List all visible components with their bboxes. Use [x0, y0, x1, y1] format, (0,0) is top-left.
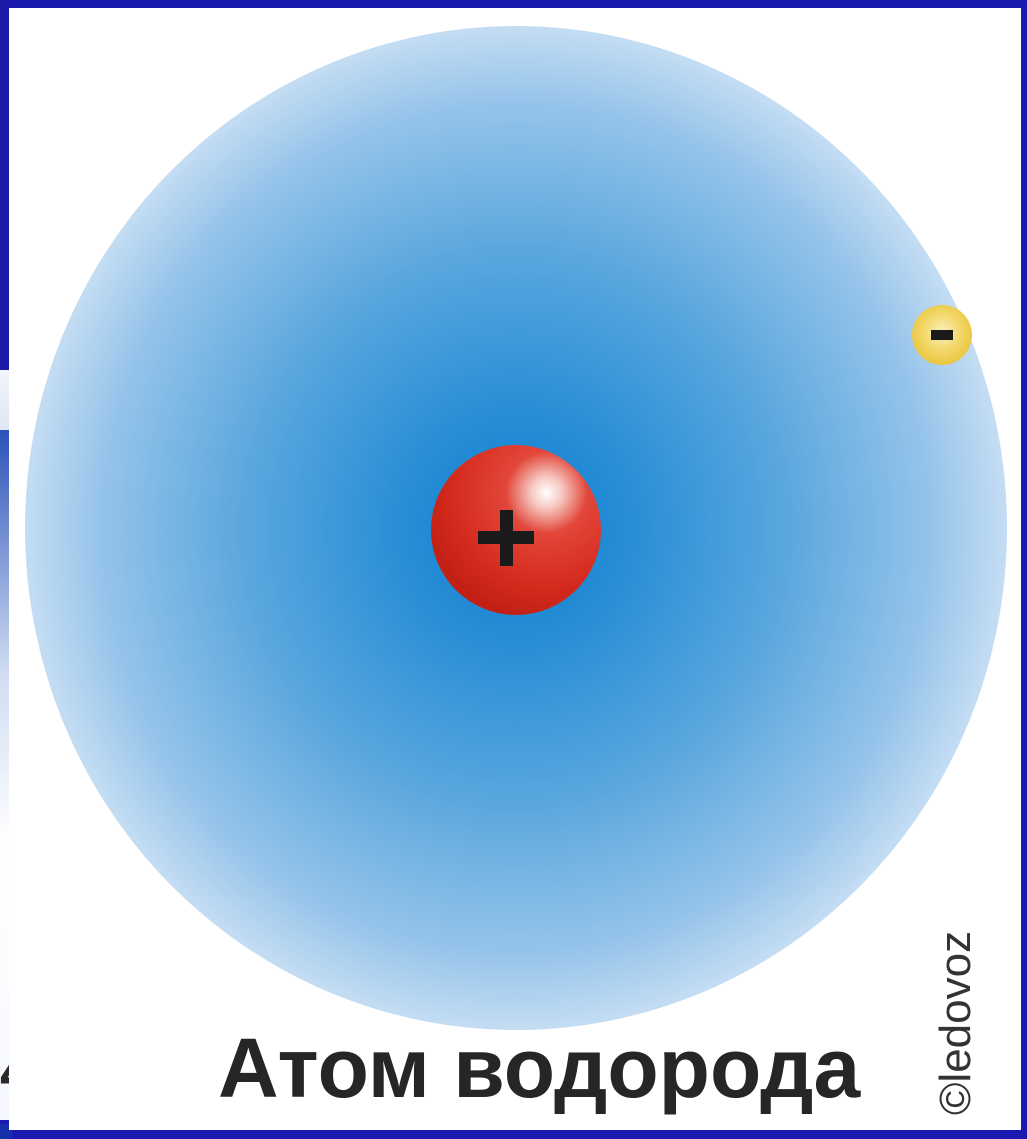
watermark-credit: ©ledovoz: [931, 930, 980, 1115]
diagram-caption: Атом водорода: [218, 1021, 861, 1115]
plus-sign-vertical: [500, 510, 513, 566]
electron: [912, 305, 972, 365]
nucleus: [431, 445, 601, 615]
minus-sign: [931, 330, 953, 340]
